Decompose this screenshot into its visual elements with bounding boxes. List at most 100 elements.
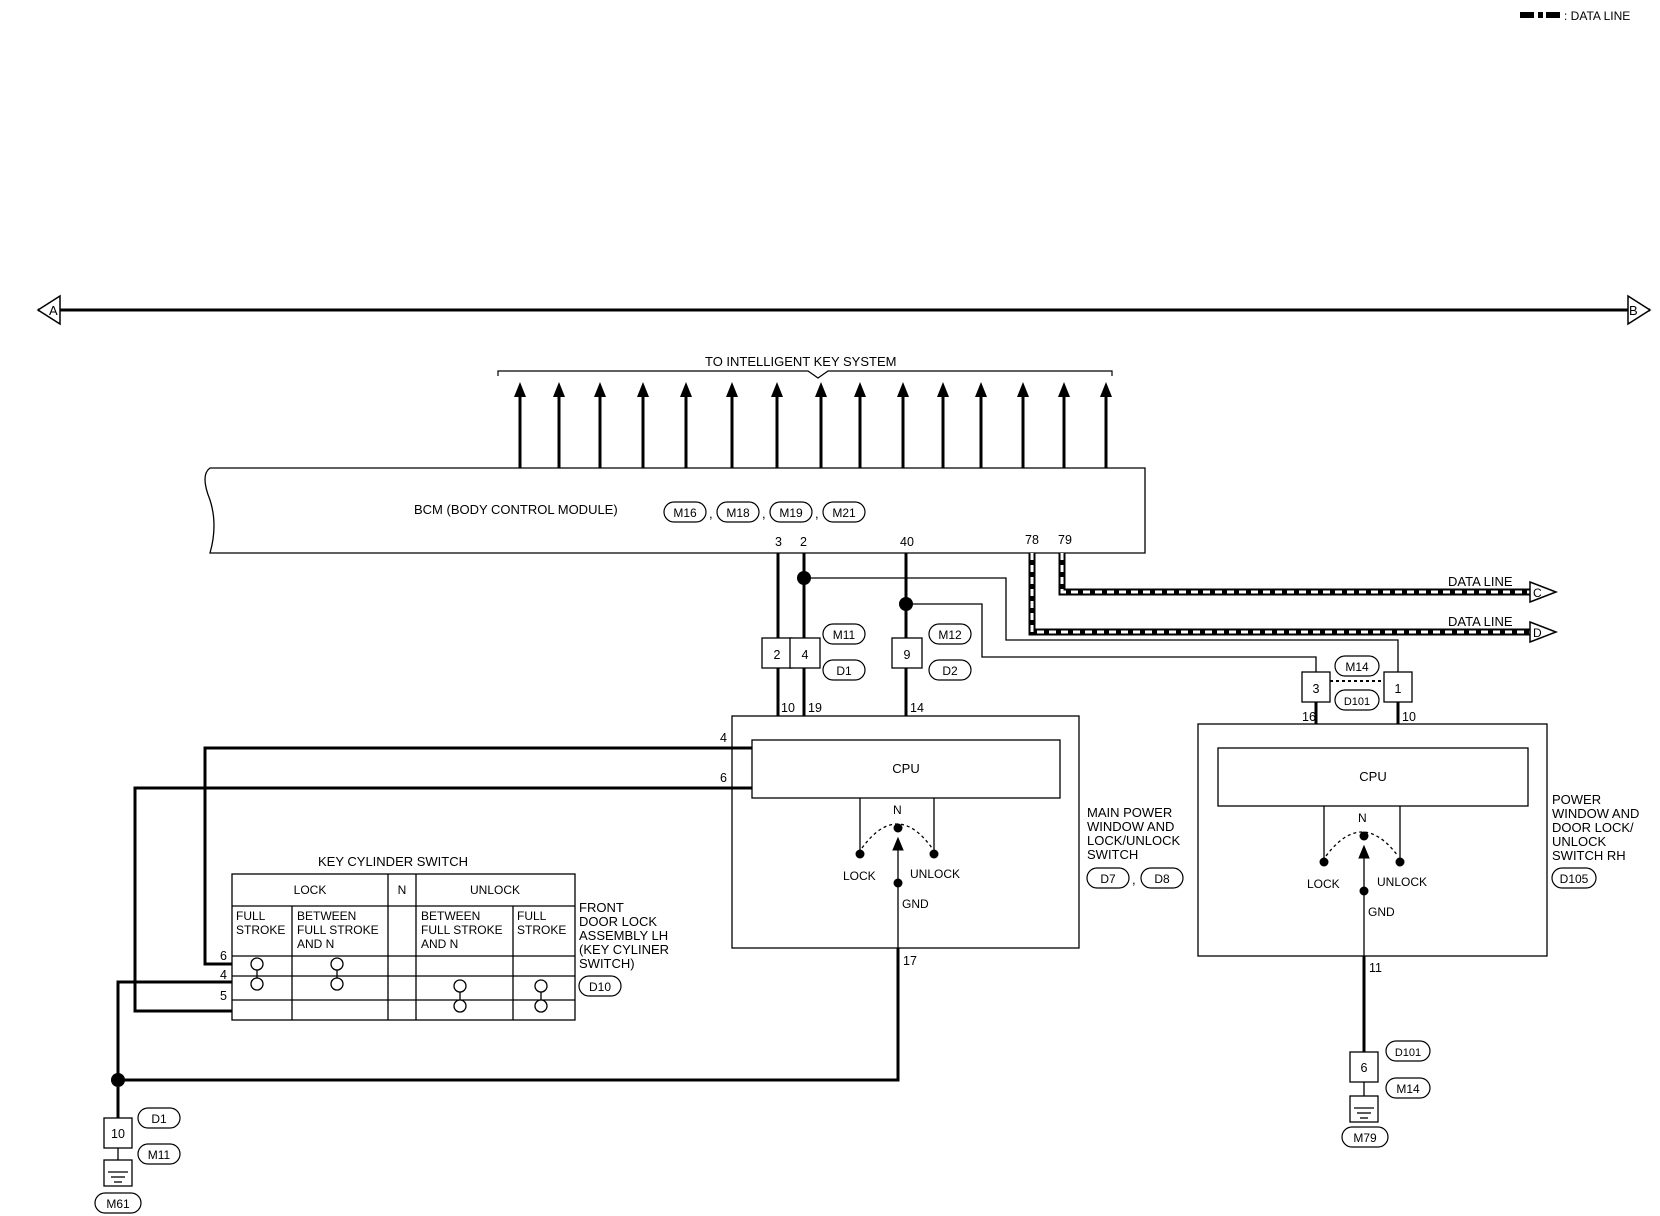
ground-right-conn-m14: M14	[1396, 1082, 1420, 1096]
kc-connector-d10: D10	[589, 980, 611, 994]
rh-n-label: N	[1358, 811, 1367, 825]
intelligent-key-arrowhead	[1058, 382, 1070, 397]
junction-box-9: 9	[904, 648, 911, 662]
conn-m12: M12	[938, 628, 962, 642]
junction-right	[1301, 655, 1413, 711]
kc-continuity	[250, 957, 548, 1013]
main-n-label: N	[893, 803, 902, 817]
bcm-connector-m19: M19	[779, 506, 803, 520]
main-pin-4: 4	[720, 731, 727, 745]
intelligent-key-arrowhead	[514, 382, 526, 397]
junction-left	[761, 637, 923, 669]
kc-lock-between-3: AND N	[297, 937, 334, 951]
kc-unlock-full-2: STROKE	[517, 923, 566, 937]
kc-header-lock: LOCK	[294, 883, 327, 897]
ground-right-conn-d101: D101	[1395, 1047, 1421, 1059]
kc-unlock-between-2: FULL STROKE	[421, 923, 503, 937]
bcm-label: BCM (BODY CONTROL MODULE)	[414, 502, 618, 517]
junction-dots	[797, 571, 913, 611]
kc-label-2: DOOR LOCK	[579, 914, 657, 929]
rh-connector-d105: D105	[1560, 872, 1589, 886]
intelligent-key-arrowhead	[1100, 382, 1112, 397]
junction-left-connectors	[822, 623, 972, 681]
intelligent-key-arrowhead	[937, 382, 949, 397]
svg-text:,: ,	[1132, 872, 1136, 887]
ground-left-m61: M61	[106, 1197, 130, 1211]
bcm-connectors: M16 , M18 , M19 , M21	[663, 501, 866, 523]
intelligent-key-arrowhead	[680, 382, 692, 397]
main-gnd-label: GND	[902, 897, 929, 911]
rh-switch-label-5: SWITCH RH	[1552, 848, 1626, 863]
data-line-label-c: DATA LINE	[1448, 574, 1513, 589]
ground-junction-dot	[111, 1073, 125, 1087]
intelligent-key-arrowhead	[726, 382, 738, 397]
main-cpu-label: CPU	[892, 761, 919, 776]
conn-d1: D1	[836, 664, 852, 678]
main-lock-label: LOCK	[843, 869, 876, 883]
intelligent-key-arrowhead	[975, 382, 987, 397]
main-switch-label-1: MAIN POWER	[1087, 805, 1172, 820]
intelligent-key-arrowhead	[594, 382, 606, 397]
kc-unlock-full-1: FULL	[517, 909, 547, 923]
ground-left-box-10: 10	[111, 1127, 125, 1141]
rh-switch-label-4: UNLOCK	[1552, 834, 1607, 849]
ground-right	[1341, 956, 1431, 1148]
main-unlock-label: UNLOCK	[910, 867, 960, 881]
ground-left-conn-d1: D1	[151, 1112, 167, 1126]
rh-switch-label-2: WINDOW AND	[1552, 806, 1639, 821]
ground-right-box-6: 6	[1361, 1061, 1368, 1075]
kc-header-n: N	[398, 883, 407, 897]
kc-row-pin-5: 5	[220, 989, 227, 1003]
main-switch-connectors	[1086, 867, 1184, 889]
bcm-pin-78: 78	[1025, 533, 1039, 547]
rh-switch-contacts	[1319, 831, 1405, 896]
intelligent-key-label: TO INTELLIGENT KEY SYSTEM	[705, 354, 896, 369]
main-switch-label-3: LOCK/UNLOCK	[1087, 833, 1181, 848]
data-line-end-c: C	[1533, 586, 1542, 600]
rh-pin-16: 16	[1302, 710, 1316, 724]
terminal-b: B	[1629, 303, 1638, 318]
data-line-end-d: D	[1533, 626, 1542, 640]
conn-m11: M11	[833, 628, 856, 642]
intelligent-key-arrowhead	[854, 382, 866, 397]
conn-d101: D101	[1344, 696, 1370, 708]
main-switch-box	[731, 715, 1080, 949]
kc-lock-full-2: STROKE	[236, 923, 285, 937]
rh-gnd-label: GND	[1368, 905, 1395, 919]
kc-label-4: (KEY CYLINER	[579, 942, 669, 957]
data-line-wires	[1028, 553, 1559, 644]
data-line-label-d: DATA LINE	[1448, 614, 1513, 629]
kc-lock-between-2: FULL STROKE	[297, 923, 379, 937]
conn-m14: M14	[1345, 660, 1369, 674]
terminal-a: A	[49, 303, 58, 318]
intelligent-key-arrowhead	[637, 382, 649, 397]
kc-label-5: SWITCH)	[579, 956, 635, 971]
bcm-pin-40: 40	[900, 535, 914, 549]
rh-switch-label-1: POWER	[1552, 792, 1601, 807]
svg-text:,: ,	[762, 506, 766, 521]
bus-a-b	[36, 294, 1652, 326]
bcm-box	[204, 467, 1146, 554]
svg-text:,: ,	[815, 506, 819, 521]
main-switch-label-2: WINDOW AND	[1087, 819, 1174, 834]
ground-left-conn-m11: M11	[148, 1148, 171, 1162]
main-switch-contacts	[855, 823, 939, 888]
intelligent-key-arrowhead	[897, 382, 909, 397]
rh-pin-11: 11	[1369, 961, 1382, 975]
bcm-wires	[776, 553, 1399, 672]
key-cylinder-table	[231, 873, 576, 1021]
rh-pin-10: 10	[1402, 710, 1416, 724]
main-pin-14: 14	[910, 701, 924, 715]
svg-text:,: ,	[709, 506, 713, 521]
kc-unlock-between-3: AND N	[421, 937, 458, 951]
kc-unlock-between-1: BETWEEN	[421, 909, 480, 923]
key-cylinder-wires	[116, 746, 900, 1082]
main-pin-10: 10	[781, 701, 795, 715]
rh-switch-box	[1197, 723, 1548, 957]
bcm-pin-3: 3	[775, 535, 782, 549]
intelligent-key-arrowhead	[1017, 382, 1029, 397]
key-cylinder-title: KEY CYLINDER SWITCH	[318, 854, 468, 869]
kc-label-3: ASSEMBLY LH	[579, 928, 668, 943]
bcm-connector-m18: M18	[726, 506, 750, 520]
